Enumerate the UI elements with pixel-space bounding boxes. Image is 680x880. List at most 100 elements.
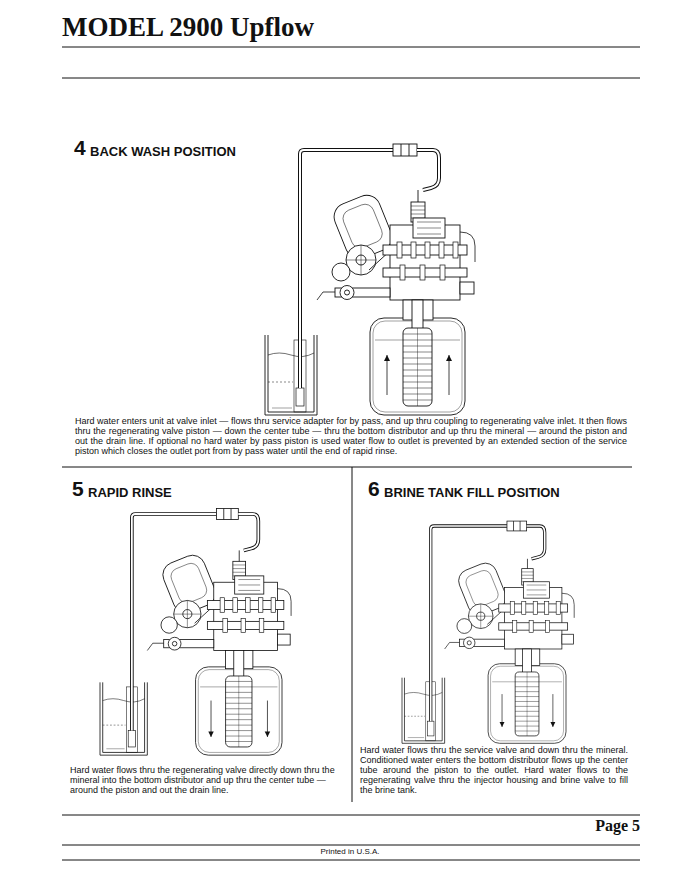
drain-outlet bbox=[147, 643, 163, 650]
brine-valve bbox=[523, 582, 549, 598]
flow-arrow-head bbox=[500, 722, 505, 727]
grid-plate bbox=[272, 408, 292, 409]
timer-housing-inner bbox=[340, 202, 385, 251]
piston-seal bbox=[420, 265, 425, 280]
flow-arrow-head bbox=[208, 731, 213, 736]
flow-control bbox=[168, 637, 181, 650]
piston-seal bbox=[453, 242, 458, 258]
mineral-level bbox=[251, 686, 277, 687]
mineral-level bbox=[200, 686, 227, 687]
distributor bbox=[226, 676, 252, 747]
softener-illustration bbox=[100, 509, 291, 756]
drain-outlet bbox=[445, 642, 460, 649]
mineral-tank bbox=[196, 667, 282, 755]
piston-seal bbox=[529, 620, 533, 632]
brine-line bbox=[238, 514, 258, 550]
injector-tube bbox=[418, 190, 419, 202]
fitting-detail bbox=[223, 509, 224, 520]
drain-outlet bbox=[317, 292, 335, 300]
flow-arrow-head bbox=[446, 355, 452, 361]
cam-wheel bbox=[468, 604, 493, 629]
rule-line bbox=[62, 860, 640, 861]
coupling bbox=[277, 589, 291, 616]
brine-container bbox=[100, 682, 147, 755]
piston-seal bbox=[246, 598, 251, 613]
outlet-pipe bbox=[460, 282, 474, 294]
brine-level bbox=[268, 382, 293, 383]
piston-seal bbox=[439, 242, 444, 258]
brine-valve-detail bbox=[527, 585, 547, 595]
cam-spokes bbox=[468, 604, 493, 629]
section-number: 4 bbox=[74, 136, 86, 160]
mineral-level bbox=[538, 681, 562, 682]
mineral-tank-wall bbox=[491, 666, 564, 741]
cam-wheel bbox=[346, 245, 376, 275]
page-number: Page 5 bbox=[520, 817, 640, 835]
grid-plate bbox=[106, 748, 124, 749]
brine-line bbox=[417, 150, 439, 190]
caption-text: Hard water flows thru the regenerating v… bbox=[70, 765, 346, 795]
injector-tube bbox=[239, 550, 240, 561]
brine-container-wall bbox=[404, 678, 442, 741]
distributor bbox=[403, 328, 432, 406]
salt-level bbox=[103, 699, 145, 702]
fitting-detail bbox=[401, 144, 402, 156]
brine-level bbox=[404, 716, 425, 717]
piston-seal bbox=[411, 242, 416, 258]
piston-seal bbox=[397, 242, 402, 258]
mineral-tank bbox=[370, 318, 465, 415]
brine-container-wall bbox=[103, 682, 145, 752]
air-check bbox=[128, 731, 135, 747]
center-tube bbox=[412, 300, 423, 330]
piston-seal bbox=[258, 598, 263, 613]
mineral-tank-wall bbox=[373, 321, 462, 412]
piston-seal bbox=[546, 620, 550, 632]
fitting-detail bbox=[409, 144, 410, 156]
flow-control-detail bbox=[345, 290, 350, 295]
distributor bbox=[515, 672, 539, 736]
rule-line bbox=[352, 467, 353, 802]
section-heading: BRINE TANK FILL POSITION bbox=[384, 485, 560, 500]
caption-text: Hard water flows thru the service valve … bbox=[360, 745, 628, 795]
center-tube bbox=[523, 649, 532, 674]
rule-line bbox=[62, 47, 640, 48]
piston-seal bbox=[556, 601, 560, 614]
piston-seal bbox=[233, 598, 238, 613]
timer-housing-inner bbox=[169, 561, 210, 606]
distributor-axis bbox=[238, 676, 239, 747]
rule-line bbox=[62, 78, 640, 79]
salt-level bbox=[404, 692, 442, 695]
salt-level bbox=[268, 353, 314, 357]
piston-seal bbox=[259, 619, 264, 633]
mineral-level bbox=[492, 681, 517, 682]
drive-gear bbox=[332, 263, 350, 281]
piston-seal bbox=[220, 598, 225, 613]
piston-seal bbox=[513, 620, 517, 632]
mineral-tank-wall bbox=[198, 670, 279, 753]
piston-seal bbox=[510, 601, 514, 614]
section-number: 6 bbox=[368, 477, 380, 501]
softener-illustration bbox=[402, 521, 574, 743]
distributor-axis bbox=[527, 672, 528, 736]
flow-arrow-head bbox=[384, 355, 390, 361]
cam-spokes bbox=[346, 245, 376, 275]
injector-hatch bbox=[522, 572, 533, 582]
injector-hatch bbox=[411, 206, 425, 218]
outlet-pipe bbox=[277, 634, 290, 645]
fitting-detail bbox=[520, 521, 521, 531]
piston-seal bbox=[545, 601, 549, 614]
piston-seal bbox=[241, 619, 246, 633]
print-note: Printed in U.S.A. bbox=[250, 847, 450, 856]
brine-line bbox=[527, 526, 545, 559]
brine-valve-detail bbox=[417, 222, 441, 234]
mineral-level bbox=[431, 340, 460, 341]
rule-line bbox=[62, 815, 640, 816]
rule-line bbox=[62, 845, 640, 846]
flow-control bbox=[464, 637, 475, 648]
air-check bbox=[296, 388, 304, 406]
brine-valve bbox=[413, 218, 445, 238]
piston-seal bbox=[533, 601, 537, 614]
softener-illustration bbox=[265, 144, 475, 415]
piston-seal bbox=[522, 601, 526, 614]
brine-container bbox=[265, 335, 317, 415]
